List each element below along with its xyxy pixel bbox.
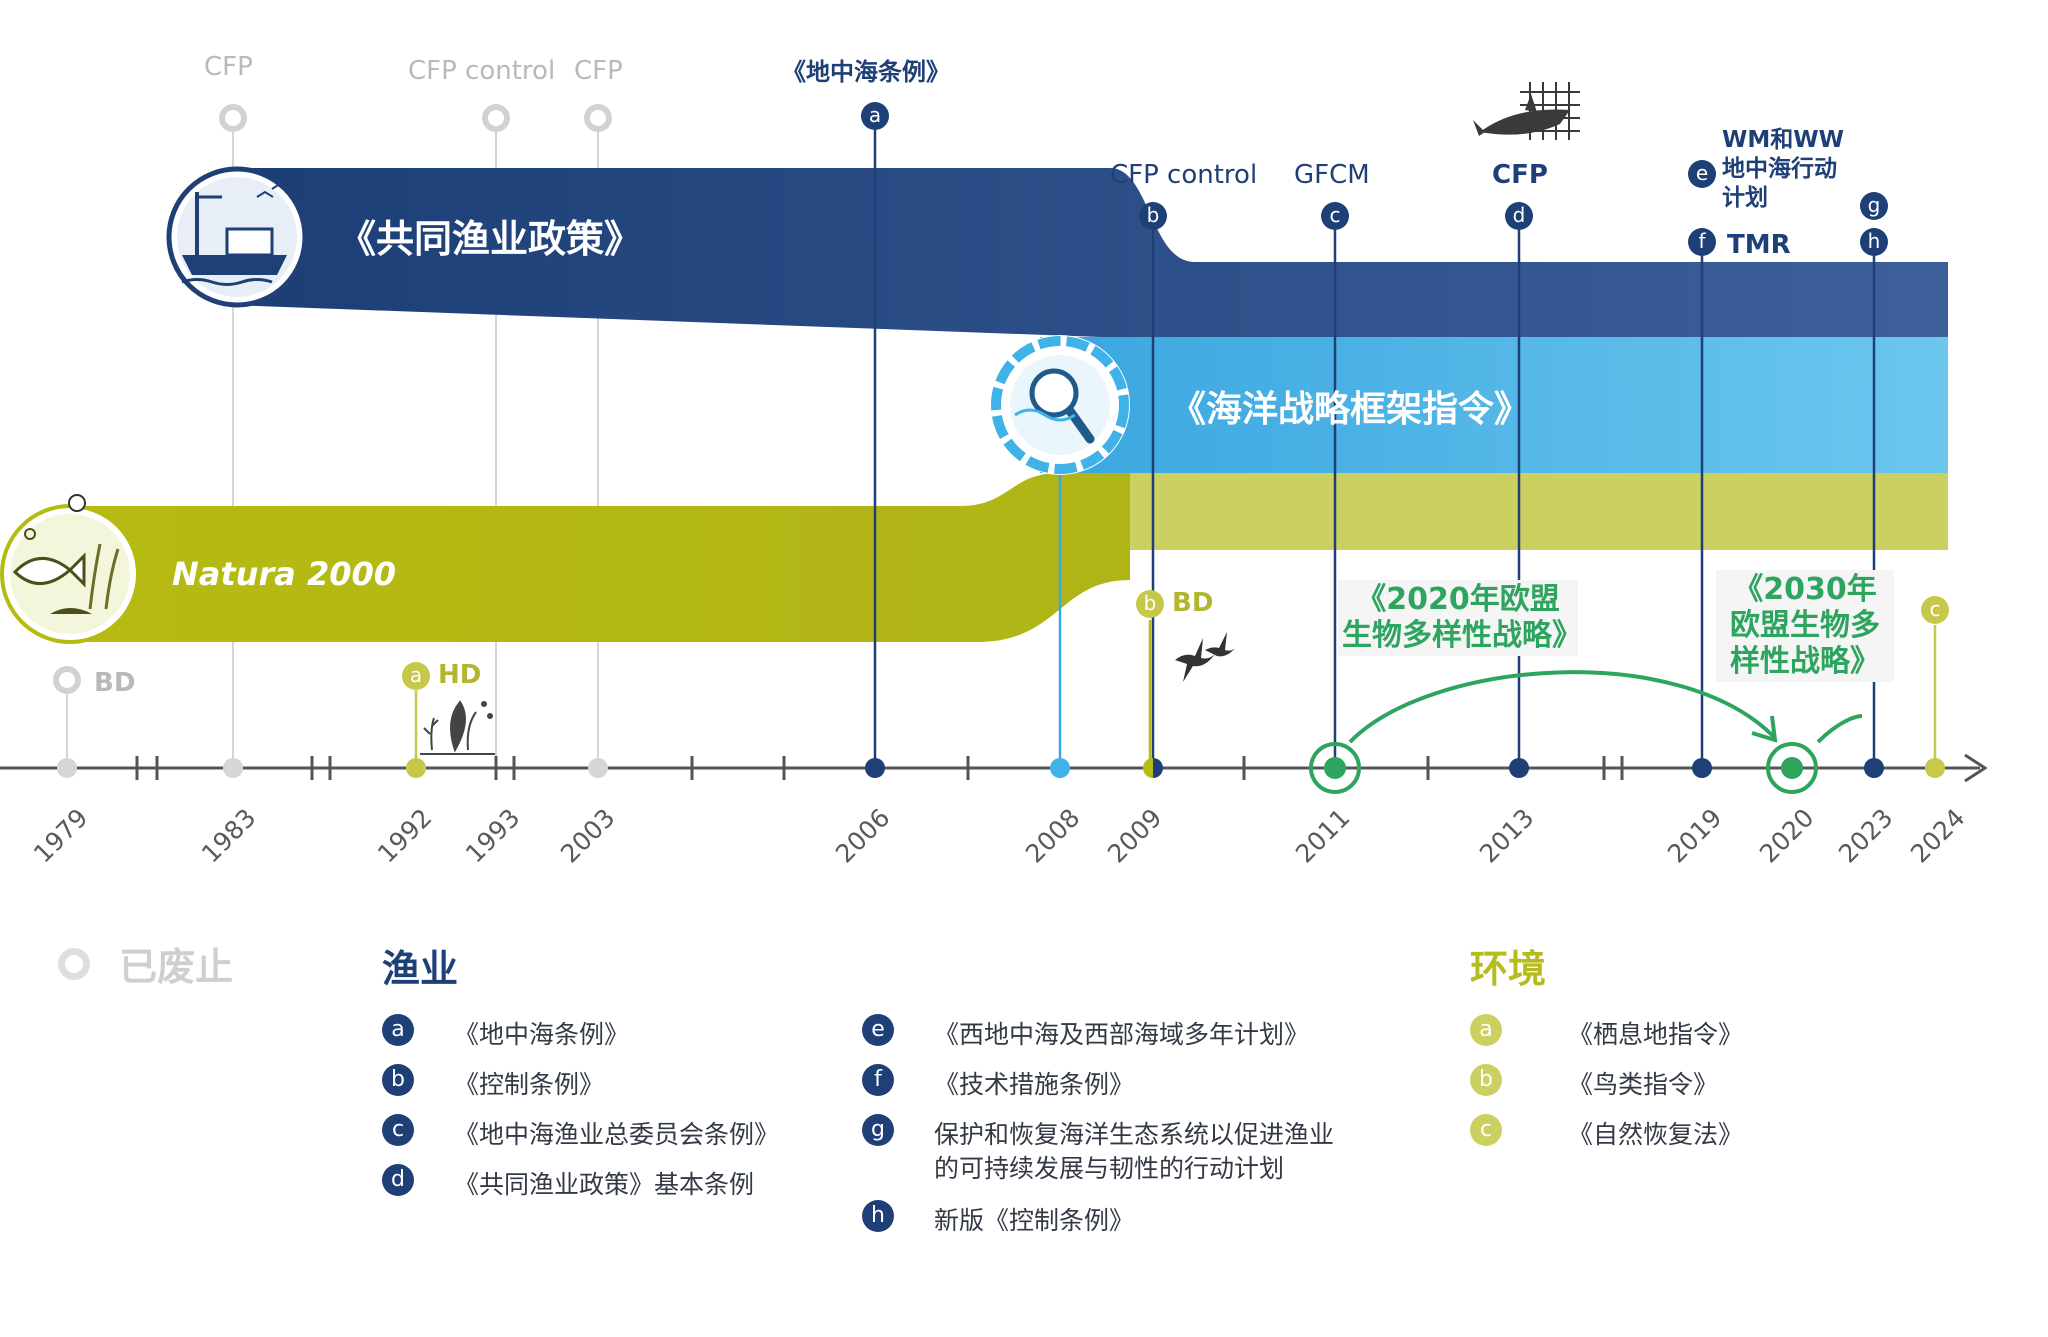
abolished-marker-icon <box>58 948 90 980</box>
biodiversity-2030-label: 《2030年欧盟生物多样性战略》 <box>1716 570 1894 682</box>
environment-legend-text-c: 《自然恢复法》 <box>1568 1118 1743 1152</box>
cfp-2013-label: CFP <box>1492 160 1548 190</box>
msfd-band-label: 《海洋战略框架指令》 <box>1170 380 1530 432</box>
shark-net-icon <box>1473 82 1580 140</box>
fisheries-legend-badge-g: g <box>862 1114 894 1146</box>
badge-a-1992: a <box>402 662 430 690</box>
badge-h: h <box>1860 228 1888 256</box>
bd-2009-label: BD <box>1172 588 1213 618</box>
environment-legend-badge-c: c <box>1470 1114 1502 1146</box>
fisheries-legend-badge-f: f <box>862 1064 894 1096</box>
fisheries-legend-badge-a: a <box>382 1014 414 1046</box>
badge-b-2009: b <box>1139 202 1167 230</box>
fisheries-legend-badge-e: e <box>862 1014 894 1046</box>
biodiversity-2020-label: 《2020年欧盟生物多样性战略》 <box>1338 580 1578 656</box>
birds-icon <box>1175 632 1235 682</box>
cfp-band-label: 《共同渔业政策》 <box>338 208 642 263</box>
fisheries-legend-text-a: 《地中海条例》 <box>454 1018 629 1052</box>
fisheries-legend-text-h: 新版《控制条例》 <box>934 1204 1134 1238</box>
badge-g: g <box>1860 192 1888 220</box>
fisheries-legend-text-g: 保护和恢复海洋生态系统以促进渔业 的可持续发展与韧性的行动计划 <box>934 1118 1334 1186</box>
wmww-label: WM和WW 地中海行动 计划 <box>1722 126 1844 212</box>
fisheries-legend-text-d: 《共同渔业政策》基本条例 <box>454 1168 754 1202</box>
fisheries-legend-badge-h: h <box>862 1200 894 1232</box>
environment-legend-title: 环境 <box>1470 938 1546 993</box>
plant-icon <box>420 702 495 754</box>
fisheries-legend-text-f: 《技术措施条例》 <box>934 1068 1134 1102</box>
environment-legend-badge-b: b <box>1470 1064 1502 1096</box>
natura-band-label: Natura 2000 <box>172 555 396 593</box>
fisheries-legend-badge-b: b <box>382 1064 414 1096</box>
abolished-label: 已废止 <box>119 945 233 989</box>
ship-icon <box>169 169 305 305</box>
fisheries-legend-text-e: 《西地中海及西部海域多年计划》 <box>934 1018 1309 1052</box>
cfp-control-1993-label: CFP control <box>408 56 555 86</box>
magnifier-icon <box>990 335 1130 475</box>
badge-a-2006: a <box>861 102 889 130</box>
natura-band-light <box>1130 473 1948 550</box>
environment-legend-badge-a: a <box>1470 1014 1502 1046</box>
time-axis <box>0 755 1985 781</box>
hd-label: HD <box>438 660 481 690</box>
biodiversity-markers <box>1311 672 1862 792</box>
cfp-1983-label: CFP <box>204 52 253 82</box>
fisheries-legend-badge-c: c <box>382 1114 414 1146</box>
bd-1979-label: BD <box>94 668 135 698</box>
environment-legend-text-b: 《鸟类指令》 <box>1568 1068 1718 1102</box>
badge-c-2024: c <box>1921 596 1949 624</box>
cfp-control-2009-label: CFP control <box>1110 160 1257 190</box>
fisheries-legend-badge-d: d <box>382 1164 414 1196</box>
fisheries-legend-text-c: 《地中海渔业总委员会条例》 <box>454 1118 779 1152</box>
environment-legend-text-a: 《栖息地指令》 <box>1568 1018 1743 1052</box>
fisheries-legend-title: 渔业 <box>382 938 458 993</box>
badge-f: f <box>1688 228 1716 256</box>
badge-b-2009-env: b <box>1136 590 1164 618</box>
badge-d-2013: d <box>1505 202 1533 230</box>
med-regulation-label: 《地中海条例》 <box>782 52 950 87</box>
fish-icon <box>2 506 138 642</box>
gfcm-label: GFCM <box>1294 160 1370 190</box>
cfp-2003-label: CFP <box>574 56 623 86</box>
fisheries-legend-text-b: 《控制条例》 <box>454 1068 604 1102</box>
tmr-label: TMR <box>1727 230 1791 260</box>
badge-c-2011: c <box>1321 202 1349 230</box>
abolished-legend: 已废止 <box>58 936 233 991</box>
badge-e: e <box>1688 160 1716 188</box>
